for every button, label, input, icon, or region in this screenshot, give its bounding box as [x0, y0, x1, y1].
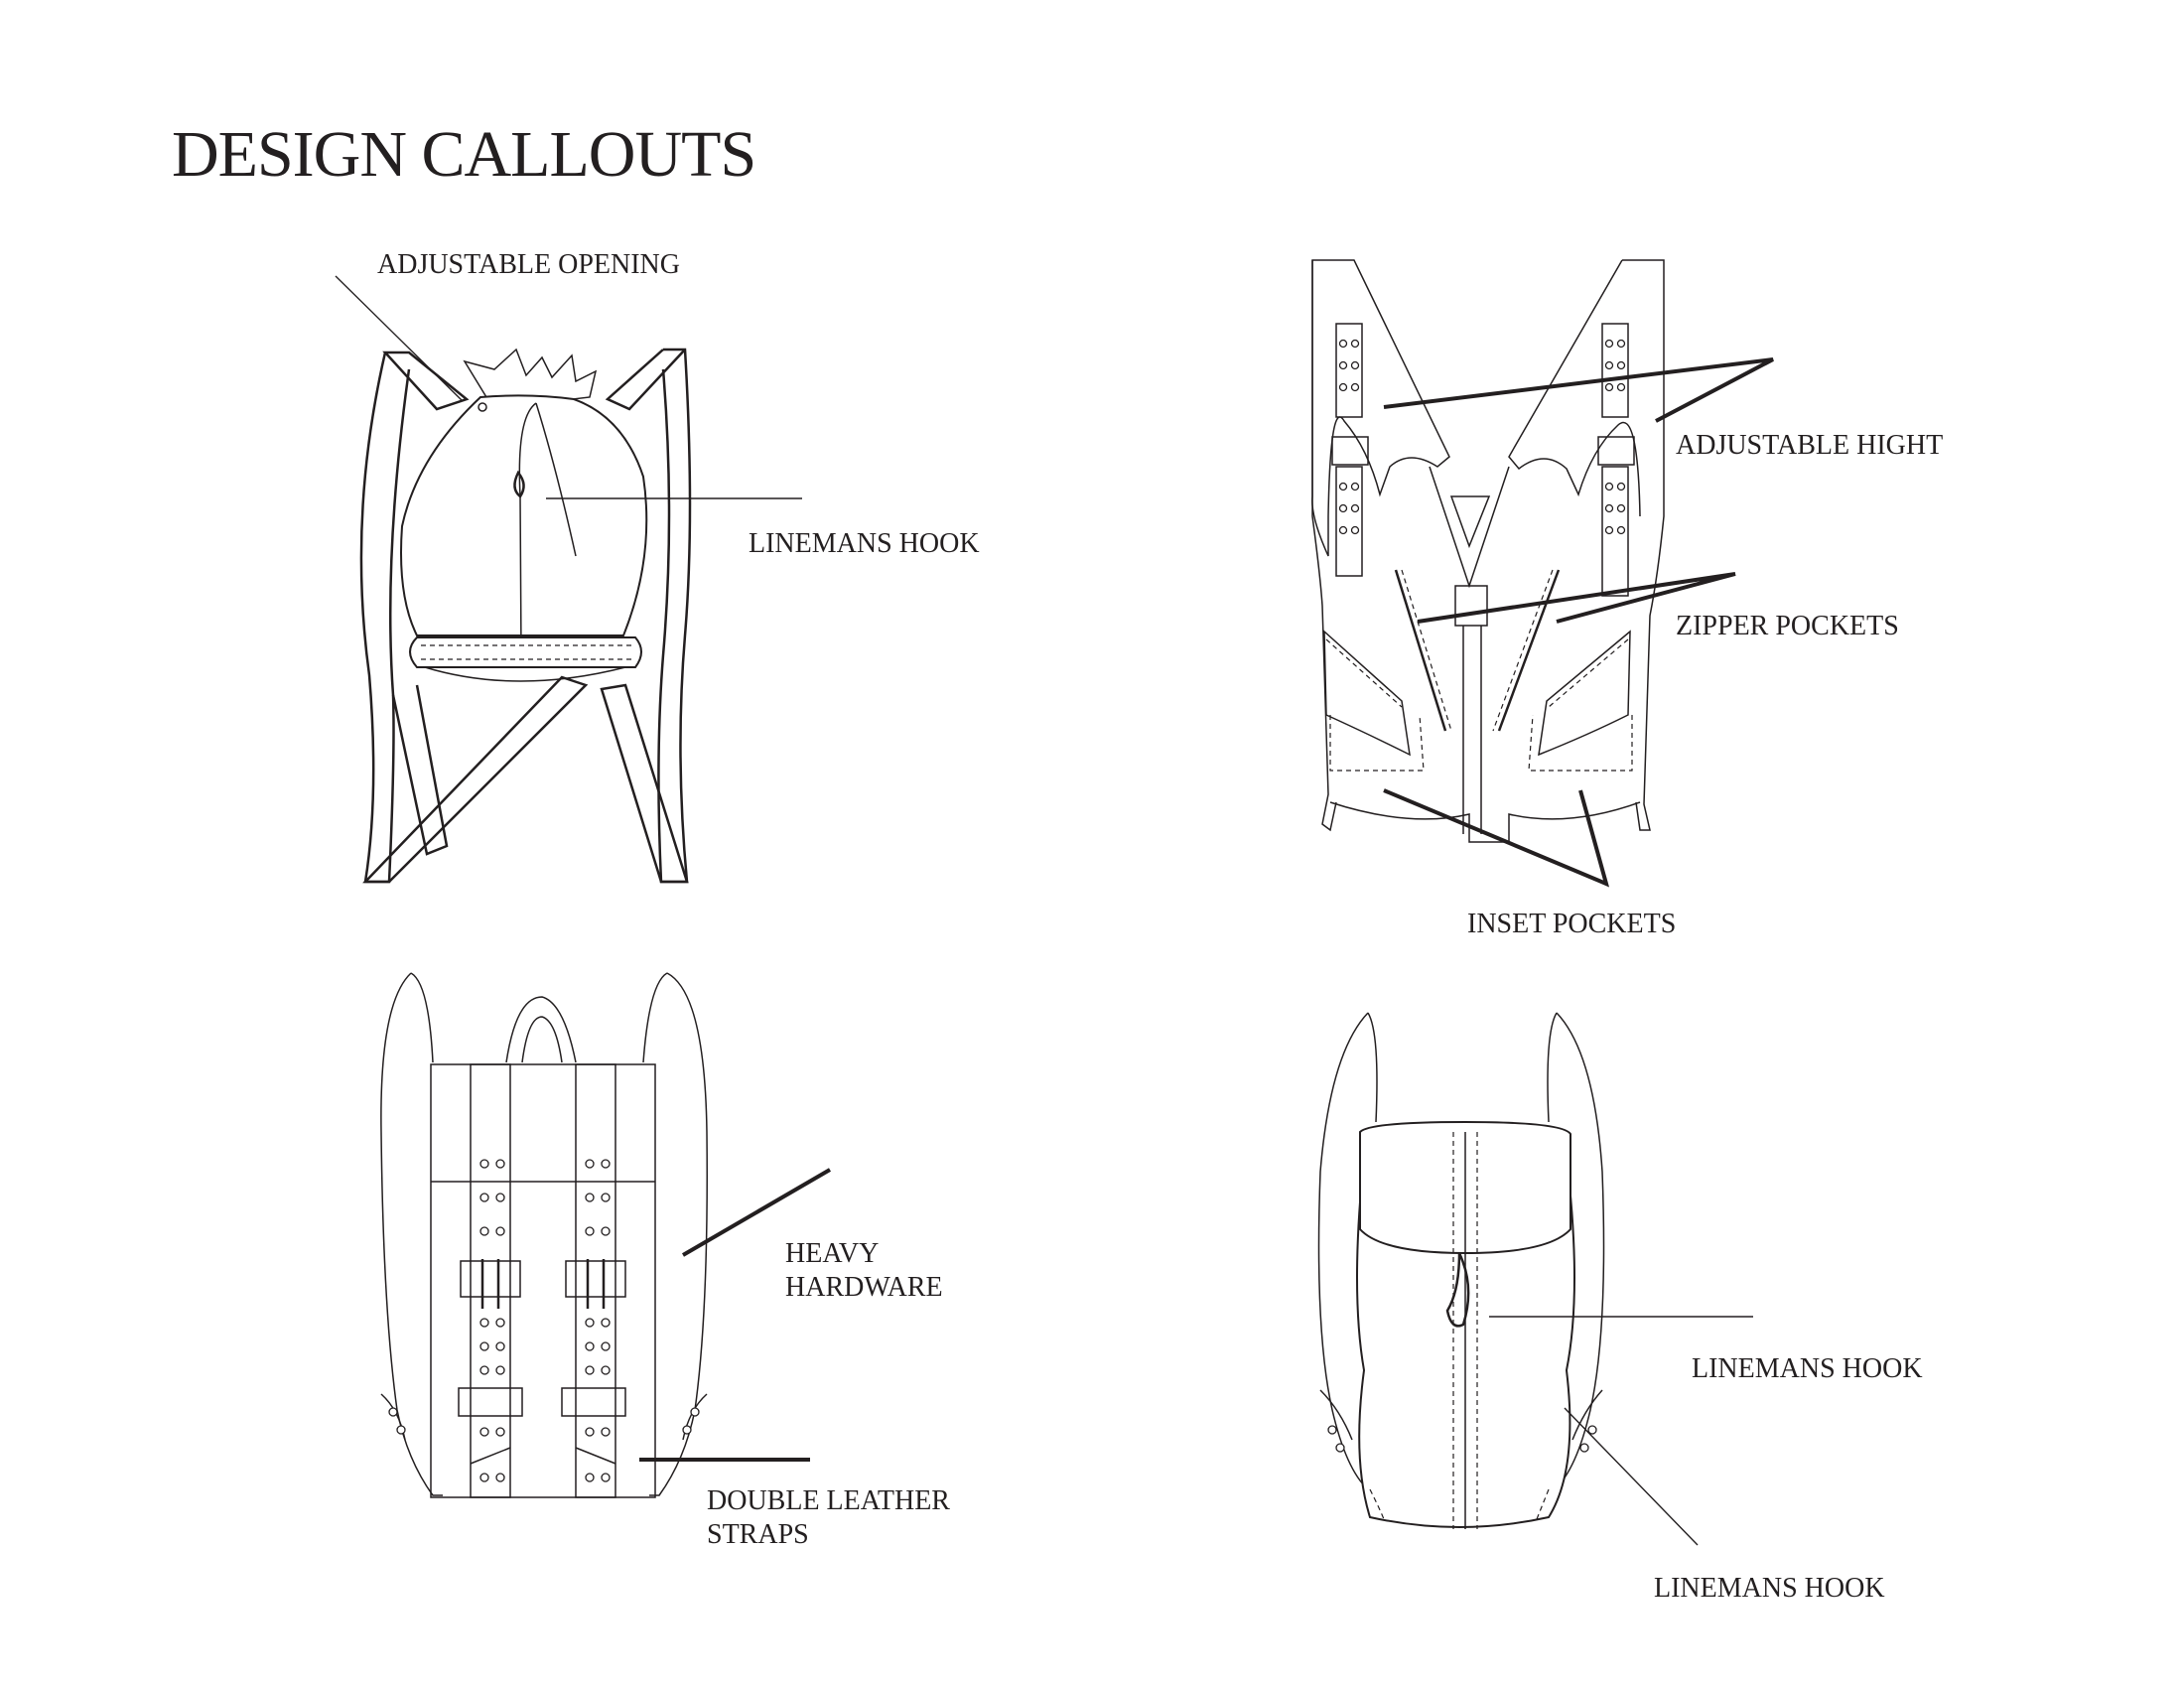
callout-linemans-hook-top-left: LINEMANS HOOK [749, 528, 980, 559]
strap-holes-double [389, 1160, 699, 1481]
callout-adjustable-opening: ADJUSTABLE OPENING [377, 249, 680, 280]
leader-linemans-hook-3 [1565, 1408, 1698, 1545]
side-holes-zip [1328, 1426, 1596, 1452]
leader-zipper-pockets [1418, 574, 1735, 622]
callout-heavy-hardware-line2: HARDWARE [785, 1272, 943, 1303]
strap-holes-vest [1340, 341, 1625, 534]
vest-pockets [1324, 570, 1632, 771]
sketch-zip-backpack [1319, 1013, 1604, 1529]
sketch-double-strap-backpack [381, 973, 707, 1497]
leader-adjustable-opening [336, 276, 463, 401]
leader-inset-pockets [1384, 790, 1606, 884]
leader-heavy-hardware [683, 1170, 830, 1255]
callout-double-leather-line1: DOUBLE LEATHER [707, 1485, 950, 1516]
callout-inset-pockets: INSET POCKETS [1467, 909, 1677, 939]
leaders-vest [1384, 359, 1773, 884]
page-title: DESIGN CALLOUTS [172, 118, 756, 191]
sketch-drawstring-backpack [361, 350, 690, 882]
callout-adjustable-hight: ADJUSTABLE HIGHT [1676, 430, 1944, 461]
sketch-vest-backpack [1312, 260, 1664, 842]
callout-double-leather-line2: STRAPS [707, 1519, 809, 1550]
callout-zipper-pockets: ZIPPER POCKETS [1676, 611, 1899, 641]
callout-linemans-hook-side: LINEMANS HOOK [1654, 1573, 1885, 1604]
leader-adjustable-hight [1384, 359, 1773, 421]
callout-linemans-hook-bottom-right: LINEMANS HOOK [1692, 1353, 1923, 1384]
callout-heavy-hardware-line1: HEAVY [785, 1238, 880, 1269]
